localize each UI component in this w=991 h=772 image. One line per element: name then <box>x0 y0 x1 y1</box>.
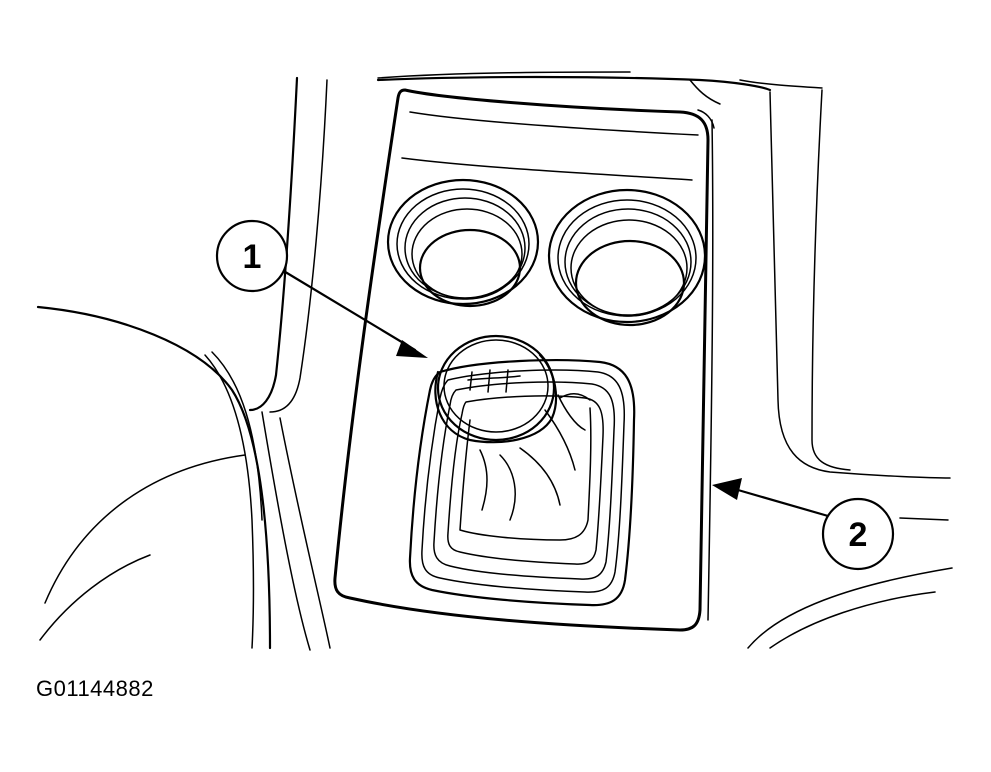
arrowhead-2 <box>712 478 742 500</box>
cup-holder-left <box>386 178 540 308</box>
callout-2: 2 <box>821 497 895 571</box>
right-seat-outline <box>747 517 953 649</box>
callout-2-label: 2 <box>849 516 868 554</box>
shift-boot-bezel <box>408 359 636 607</box>
cup-holder-right <box>547 188 707 327</box>
figure-id: G01144882 <box>36 676 154 701</box>
shift-knob <box>434 334 558 444</box>
callout-1-label: 1 <box>243 238 262 276</box>
shift-pattern-icon <box>467 369 521 393</box>
leader-line-1 <box>280 268 428 358</box>
callout-1: 1 <box>215 219 289 293</box>
console-right-wall <box>697 89 951 621</box>
arrowhead-1 <box>396 340 428 358</box>
shift-boot <box>459 393 592 541</box>
console-left-wall <box>248 76 331 651</box>
console-top-outline <box>376 71 823 105</box>
leader-line-2 <box>712 478 837 520</box>
console-trim-panel <box>333 88 710 632</box>
left-seat-outline <box>36 305 272 650</box>
